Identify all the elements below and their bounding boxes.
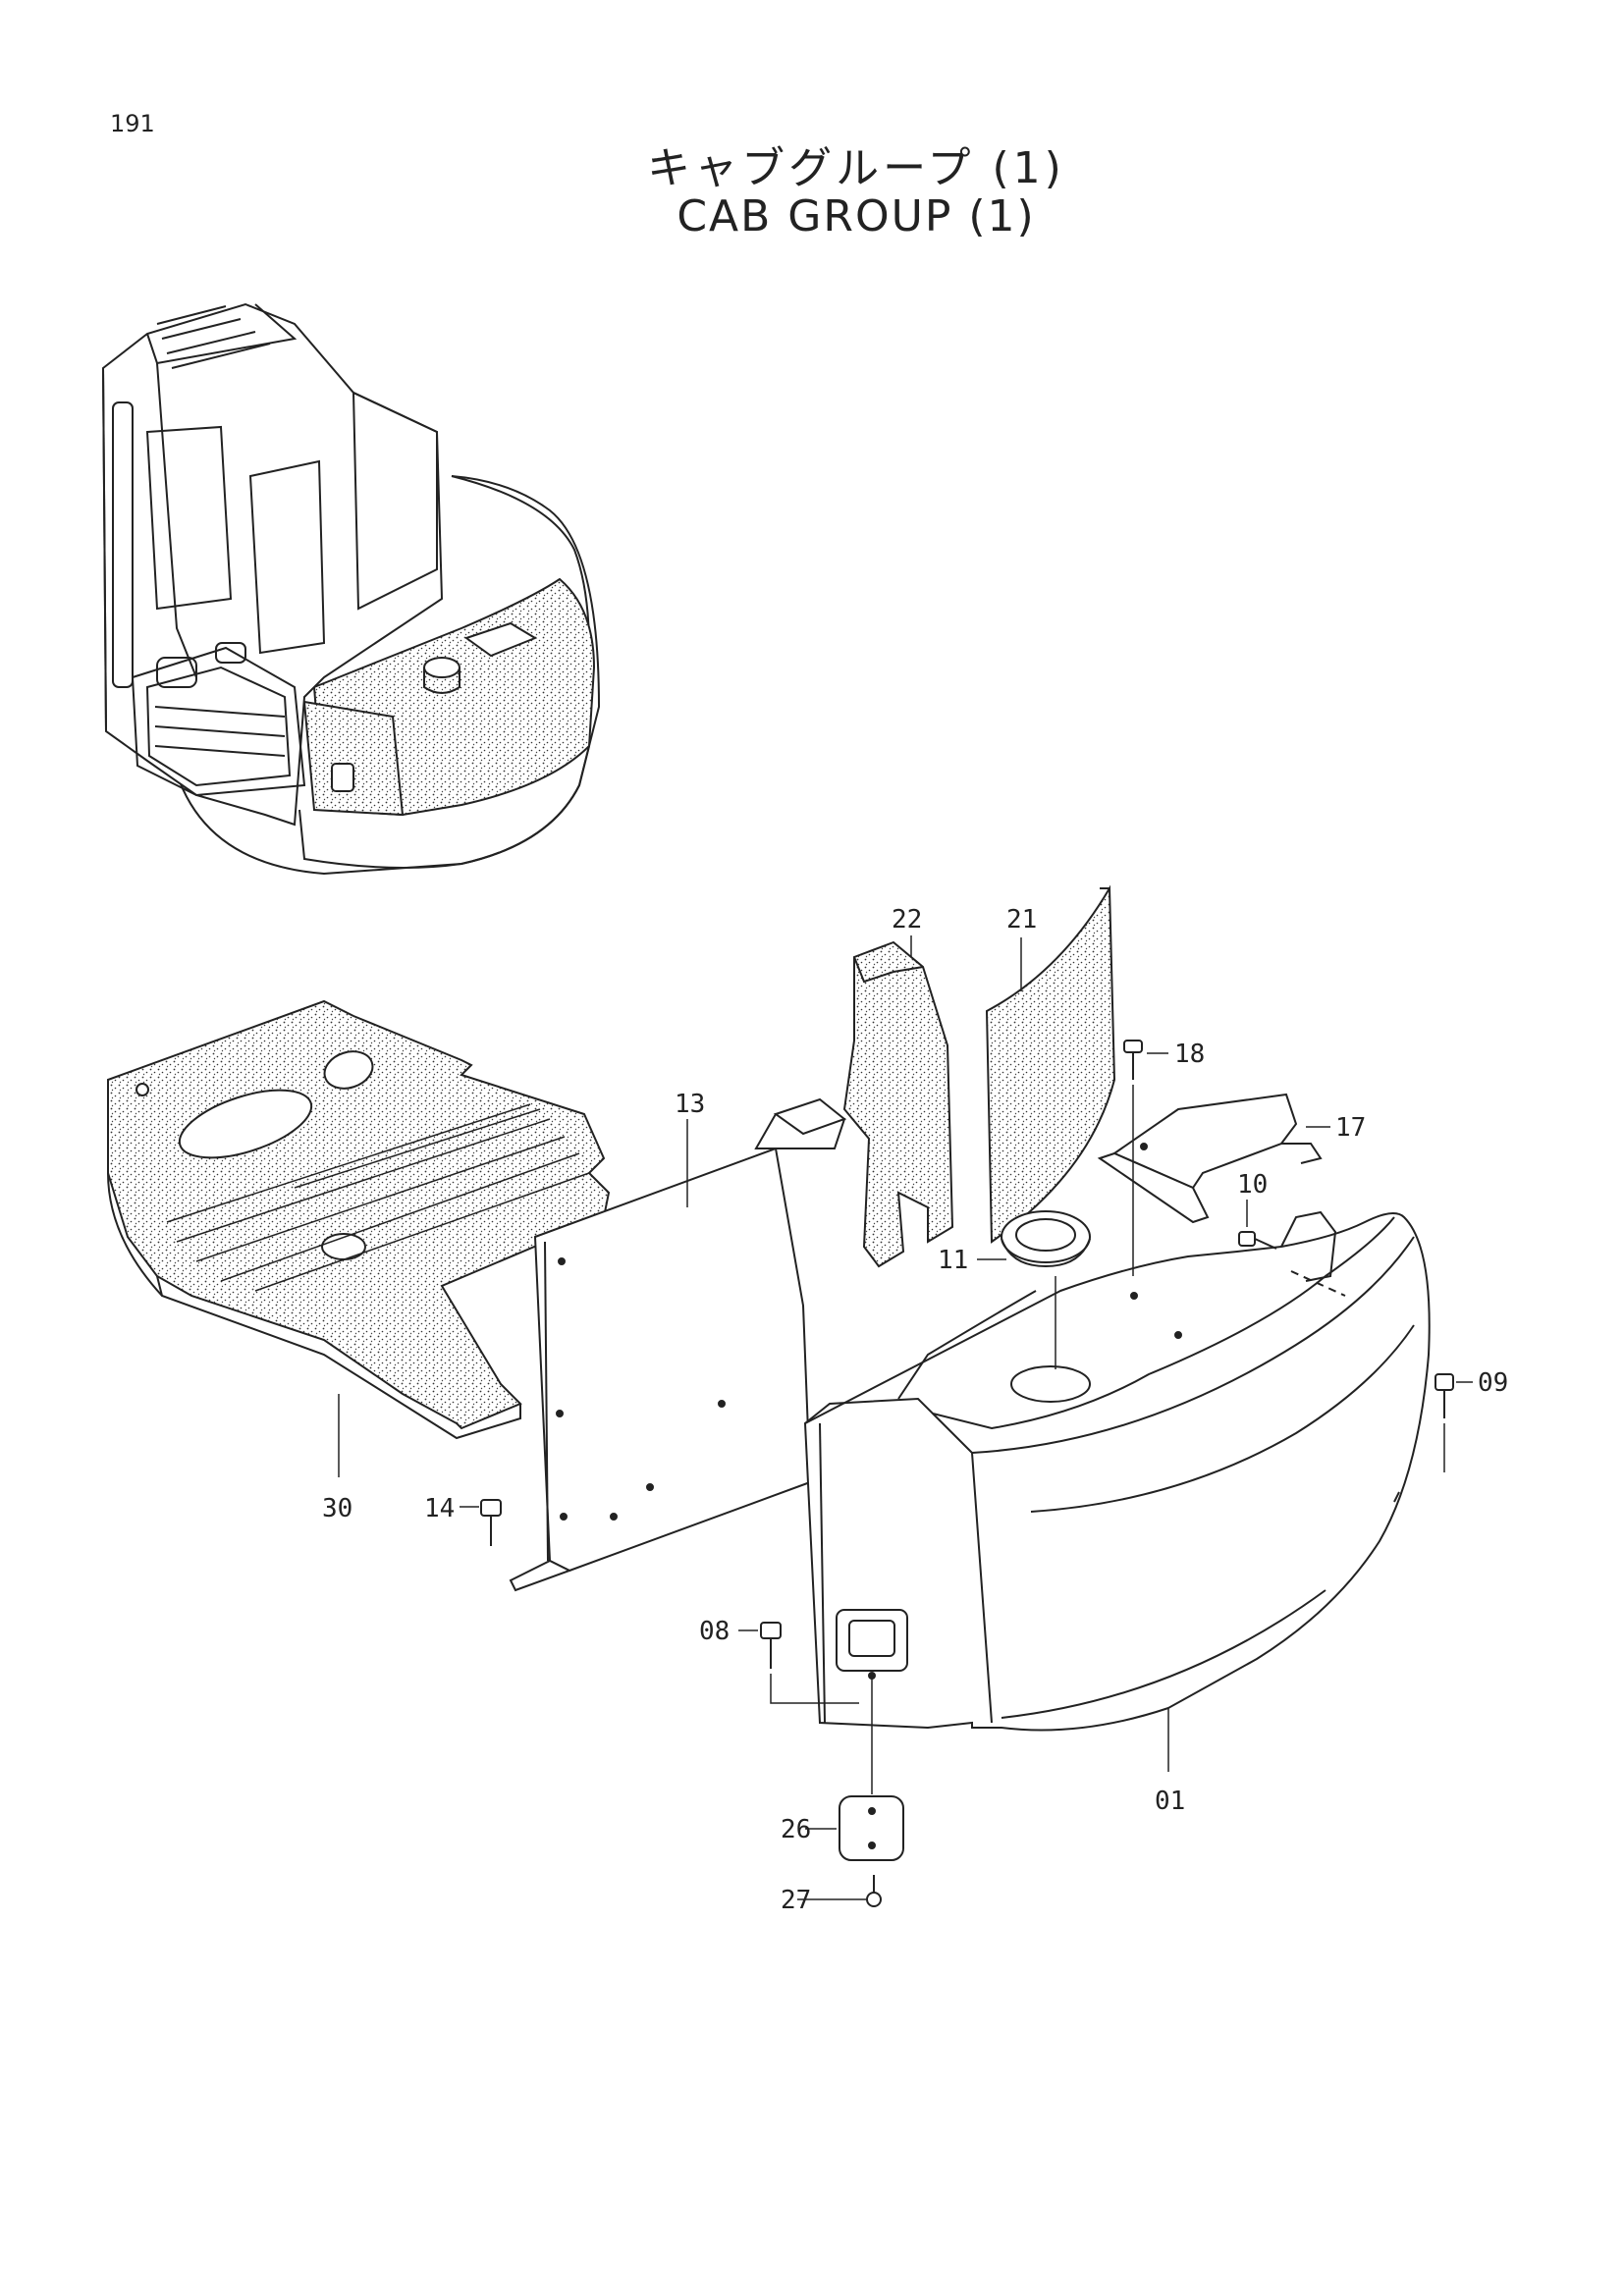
callout-11: 11	[938, 1246, 968, 1275]
callout-08: 08	[699, 1617, 730, 1646]
callout-30: 30	[322, 1494, 352, 1523]
page-number: 191	[110, 110, 155, 137]
callout-27: 27	[781, 1886, 811, 1915]
cab-overview-illustration	[101, 302, 601, 876]
bracket-17	[1097, 1093, 1323, 1224]
bolt-09	[1435, 1373, 1454, 1418]
screw-27	[866, 1875, 882, 1907]
callout-09: 09	[1478, 1368, 1508, 1398]
callout-10: 10	[1237, 1170, 1268, 1200]
cover-plate-26	[839, 1795, 904, 1861]
grommet-11	[1001, 1210, 1091, 1268]
foam-21	[985, 884, 1116, 1244]
panel-13	[509, 1097, 847, 1592]
bolt-08	[760, 1622, 782, 1669]
leader-lines	[338, 935, 1473, 1900]
callout-26: 26	[781, 1815, 811, 1844]
bolts	[480, 1040, 1454, 1907]
callout-21: 21	[1006, 905, 1037, 934]
cover-01	[803, 1210, 1431, 1732]
foam-22	[842, 940, 954, 1268]
callout-13: 13	[675, 1090, 705, 1119]
callout-01: 01	[1155, 1787, 1185, 1816]
page-title-english: CAB GROUP (1)	[677, 191, 1036, 241]
callout-labels: 22 21 13 18 17 10 11 09 30 14 08 01 26 2…	[322, 905, 1508, 1915]
callout-14: 14	[424, 1494, 455, 1523]
floor-mat-30	[107, 999, 611, 1440]
callout-22: 22	[892, 905, 922, 934]
bolt-10	[1238, 1231, 1277, 1250]
page-title-japanese: キャブグループ (1)	[647, 143, 1065, 193]
bolt-14	[480, 1499, 502, 1546]
callout-17: 17	[1335, 1113, 1366, 1143]
bolt-18	[1123, 1040, 1143, 1080]
callout-18: 18	[1174, 1040, 1205, 1069]
